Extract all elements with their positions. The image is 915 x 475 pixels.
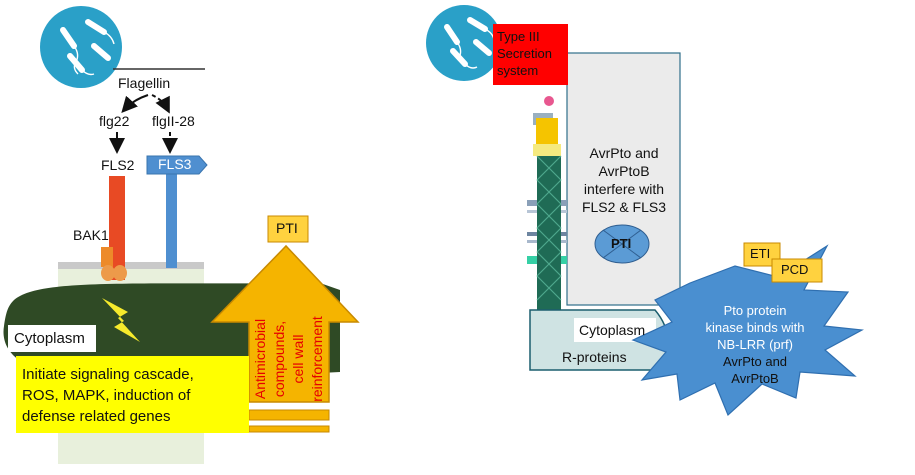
pti-label-right: PTI bbox=[611, 236, 632, 251]
arrow-text-block: Antimicrobial compounds, cell wall reinf… bbox=[251, 296, 327, 422]
pti-up-arrow bbox=[210, 244, 360, 403]
pti-label-left: PTI bbox=[276, 220, 298, 236]
t3ss-line: system bbox=[497, 63, 539, 78]
t3ss-collar bbox=[533, 144, 561, 156]
cascade-line: Initiate signaling cascade, bbox=[22, 366, 194, 383]
t3ss-line: Type III bbox=[497, 29, 540, 44]
bak1-receptor bbox=[101, 247, 113, 267]
flagellin-label: Flagellin bbox=[118, 75, 171, 91]
star-line: NB-LRR (prf) bbox=[717, 337, 793, 352]
star-line: Pto protein bbox=[723, 303, 787, 318]
pcd-label: PCD bbox=[781, 262, 809, 277]
t3ss-yellow-cap bbox=[536, 118, 558, 146]
pti-cross-line-2 bbox=[602, 229, 642, 259]
cascade-line: ROS, MAPK, induction of bbox=[22, 387, 191, 404]
arrow-text-line: Antimicrobial bbox=[252, 318, 268, 400]
membrane-strip-left bbox=[58, 262, 204, 269]
pcd-box bbox=[771, 258, 823, 283]
bacteria-badge-right-icon bbox=[426, 5, 502, 81]
cytoplasm-box-left bbox=[8, 325, 96, 352]
bak1-kinase-right bbox=[113, 265, 127, 281]
t3ss-red-box bbox=[493, 24, 568, 85]
effector-dot-top bbox=[544, 96, 554, 106]
interfere-line: AvrPto and bbox=[589, 145, 659, 161]
arrow-flagellin-flgii28 bbox=[151, 94, 170, 114]
star-text-block: Pto protein kinase binds with NB-LRR (pr… bbox=[690, 302, 820, 387]
star-line: kinase binds with bbox=[705, 320, 805, 335]
fls3-label: FLS3 bbox=[158, 156, 192, 172]
eti-box bbox=[743, 242, 781, 267]
arrow-text-line: reinforcement bbox=[309, 316, 325, 402]
fls3-receptor bbox=[166, 174, 177, 268]
cascade-line: defense related genes bbox=[22, 408, 171, 425]
fls2-label: FLS2 bbox=[101, 157, 135, 173]
t3ss-line: Secretion bbox=[497, 46, 552, 61]
fls3-banner bbox=[146, 155, 208, 175]
arrow-flagellin-flg22 bbox=[121, 94, 149, 113]
bak1-kinase-left bbox=[101, 265, 115, 281]
interfere-line: interfere with bbox=[583, 181, 665, 197]
interfere-text-block: AvrPto and AvrPtoB interfere with FLS2 &… bbox=[570, 144, 678, 216]
t3ss-text-block: Type III Secretion system bbox=[497, 28, 567, 79]
flgii28-label: flgII-28 bbox=[152, 113, 195, 129]
pti-label-box bbox=[267, 215, 309, 243]
star-line: AvrPtoB bbox=[731, 371, 779, 386]
star-line: AvrPto and bbox=[722, 354, 788, 369]
arrow-text-line: compounds, bbox=[271, 320, 287, 398]
cytoplasm-label-right: Cytoplasm bbox=[579, 322, 646, 338]
interfere-line: FLS2 & FLS3 bbox=[581, 199, 667, 215]
flg22-label: flg22 bbox=[99, 113, 130, 129]
bacteria-badge-icon bbox=[40, 6, 122, 88]
pti-arrow-bar-2 bbox=[248, 425, 330, 433]
bak1-label: BAK1 bbox=[73, 227, 109, 243]
r-proteins-label: R-proteins bbox=[562, 349, 627, 365]
cascade-box bbox=[16, 356, 249, 433]
t3ss-channel bbox=[536, 155, 562, 312]
lightning-bolt-icon bbox=[102, 298, 140, 342]
cytoplasm-label-left: Cytoplasm bbox=[14, 330, 85, 347]
cascade-text-block: Initiate signaling cascade, ROS, MAPK, i… bbox=[22, 364, 247, 427]
interfere-line: AvrPtoB bbox=[598, 163, 650, 179]
eti-label: ETI bbox=[750, 246, 771, 261]
arrow-text-line: cell wall bbox=[290, 334, 306, 384]
